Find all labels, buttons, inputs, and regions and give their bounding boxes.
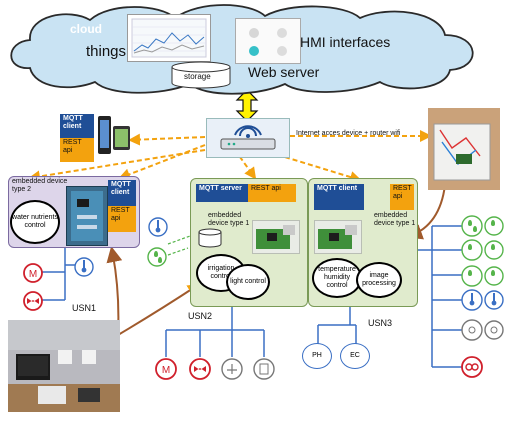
- device2-board-photo: [66, 186, 108, 246]
- right-sensor-gray-2: [484, 320, 504, 340]
- right-bus: [414, 225, 462, 368]
- right-humidity-sensor-1: [461, 215, 483, 237]
- right-humidity-sensor-3: [461, 239, 483, 261]
- usn2-label: USN2: [188, 311, 213, 321]
- usn2-valve-icon: [189, 358, 211, 380]
- link-router-left: [28, 149, 206, 183]
- usn1-thermometer-icon: [74, 257, 94, 277]
- device1a-title: embedded device type 1: [208, 212, 250, 227]
- router-box: [206, 118, 290, 158]
- router-icon: [220, 125, 276, 150]
- svg-text:M: M: [162, 365, 170, 376]
- device1b-bubble-temperature: temperature humidity control: [312, 258, 362, 298]
- device1b-rest-api: REST api: [390, 184, 414, 210]
- device1a-db-icon: [198, 228, 222, 248]
- storage-label: storage: [184, 72, 211, 81]
- device2-mqtt-client: MQTT client: [108, 180, 136, 206]
- usn1-label: USN1: [72, 303, 97, 313]
- device1b-mqtt-client: MQTT client: [314, 184, 364, 210]
- right-sensor-gray-1: [461, 319, 483, 341]
- usn3-label: USN3: [368, 318, 393, 328]
- usn1-motor-icon: M: [23, 263, 43, 283]
- webserver-label: Web server: [248, 64, 320, 80]
- usn2-flow-sensor-icon: [221, 358, 243, 380]
- lab-photo: [8, 320, 120, 412]
- humidity-sensor-icon: [147, 247, 167, 267]
- cabinet-photo: [428, 108, 500, 190]
- device1b-title: embedded device type 1: [374, 212, 416, 227]
- usn2-light-sensor-icon: [253, 358, 275, 380]
- device2-bubble: water nutrients control: [10, 200, 60, 244]
- usn3-tree: [317, 305, 357, 345]
- arrow-photo-bottom-to-device1a: [117, 283, 200, 336]
- device2-rest-api: REST api: [108, 206, 136, 232]
- usn2-motor-icon: M: [155, 358, 177, 380]
- storage-cylinder-icon: [171, 61, 231, 89]
- hmi-screenshot: [235, 18, 301, 64]
- sensor-dash-links: [167, 235, 191, 256]
- device1a-bubble-light: light control: [226, 264, 270, 300]
- right-thermometer-2: [484, 290, 504, 310]
- device1a-rest-api: REST api: [248, 184, 296, 202]
- right-humidity-sensor-5: [461, 265, 483, 287]
- cloud-title: cloud: [70, 22, 102, 36]
- thermometer-icon: [148, 217, 168, 237]
- phone-rest-api: REST api: [60, 138, 94, 162]
- router-label: Internet acces device + router wifi: [296, 130, 401, 137]
- right-thermometer-1: [461, 289, 483, 311]
- usn2-tree: [165, 305, 265, 357]
- right-humidity-sensor-2: [484, 216, 504, 236]
- things-label: things: [86, 43, 127, 60]
- link-router-phone: [128, 133, 206, 146]
- right-humidity-sensor-4: [484, 240, 504, 260]
- right-humidity-sensor-6: [484, 266, 504, 286]
- link-router-device2: [118, 144, 206, 180]
- ec-sensor: EC: [340, 343, 370, 369]
- phone-mqtt-client: MQTT client: [60, 114, 94, 138]
- things-chart-screenshot: [127, 14, 211, 62]
- device1b-rpi-photo: [314, 220, 362, 254]
- usn1-valve-icon: [23, 291, 43, 311]
- device2-title: embedded device type 2: [12, 178, 68, 193]
- device1a-rpi-photo: [252, 220, 300, 254]
- right-actuator-red-icon: [461, 356, 483, 378]
- ph-sensor: PH: [302, 343, 332, 369]
- link-router-device1a: [234, 149, 257, 180]
- svg-text:M: M: [29, 269, 37, 280]
- device1a-mqtt-server: MQTT server: [196, 184, 248, 202]
- device1b-bubble-image: image processing: [356, 262, 402, 298]
- phone-tablet-icon: [96, 114, 132, 162]
- hmi-label: HMI interfaces: [300, 34, 391, 50]
